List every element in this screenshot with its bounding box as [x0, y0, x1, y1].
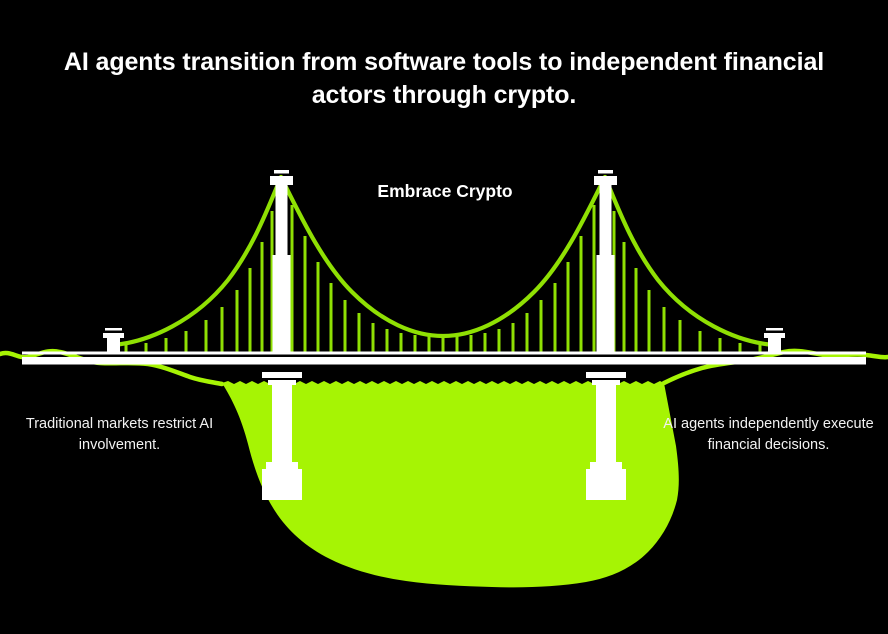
left-caption: Traditional markets restrict AI involvem…: [25, 416, 214, 453]
suspender-cables: [124, 205, 762, 353]
left-underwater-pier: [262, 372, 302, 500]
right-underwater-pier: [586, 372, 626, 500]
water-body: [222, 381, 679, 588]
right-caption: AI agents independently execute financia…: [663, 416, 874, 453]
right-tower: [594, 170, 617, 354]
center-label: Embrace Crypto: [377, 181, 513, 201]
bridge-deck: [22, 351, 866, 365]
right-anchor-pillar: [764, 328, 785, 354]
left-anchor-pillar: [103, 328, 124, 354]
main-suspension-cable: [110, 174, 777, 348]
left-tower: [270, 170, 293, 354]
shoreline-terrain: [0, 348, 888, 387]
page-title: AI agents transition from software tools…: [63, 48, 825, 110]
